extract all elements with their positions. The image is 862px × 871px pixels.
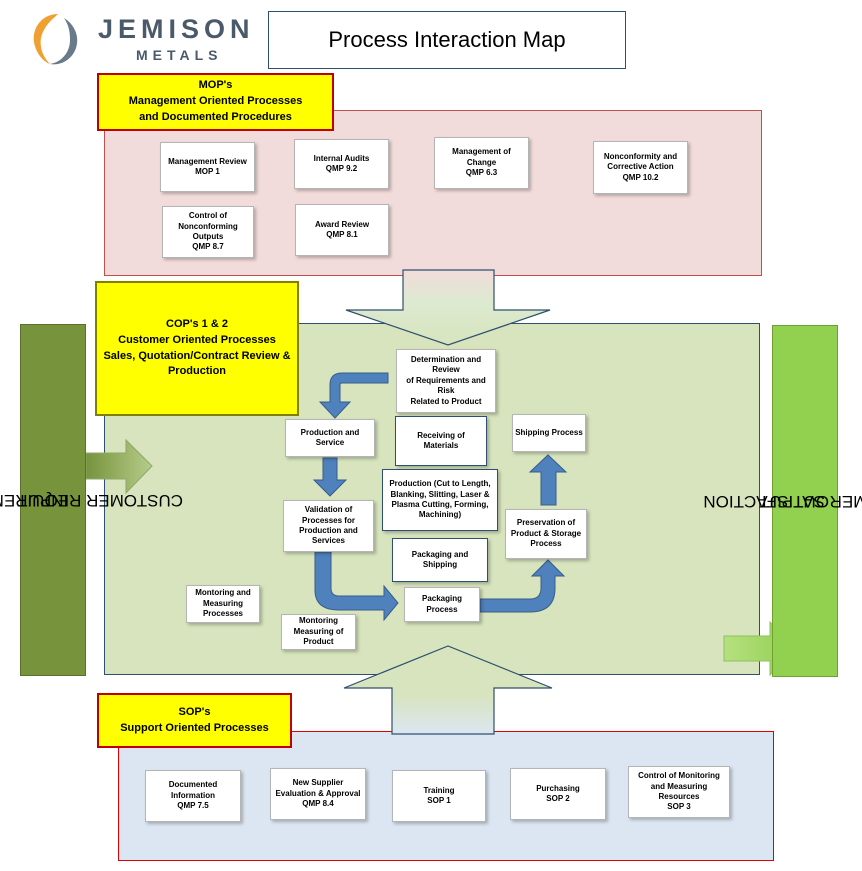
flow-arrow-validation-to-packaging xyxy=(314,551,399,622)
cop-shipping-process: Shipping Process xyxy=(512,414,586,452)
flow-arrow-packaging-to-preservation xyxy=(479,559,566,613)
flow-arrow-production-to-validation xyxy=(312,457,348,497)
output-label-2: CUSTOMER SATISFACTION xyxy=(704,491,862,511)
mop-control-nonconforming-outputs: Control of Nonconforming Outputs QMP 8.7 xyxy=(162,206,254,258)
mop-to-cop-arrow xyxy=(345,269,551,346)
logo-name: JEMISON xyxy=(98,14,255,44)
cop-preservation-storage: Preservation of Product & Storage Proces… xyxy=(505,509,587,559)
mop-management-of-change: Management of Change QMP 6.3 xyxy=(434,137,529,189)
mop-management-review: Management Review MOP 1 xyxy=(160,142,255,192)
cop-label: COP's 1 & 2 Customer Oriented Processes … xyxy=(95,281,299,416)
cop-production-cutting: Production (Cut to Length, Blanking, Sli… xyxy=(382,469,498,531)
cop-packaging-process: Packaging Process xyxy=(404,587,480,622)
flow-arrow-preservation-to-shipping xyxy=(528,454,568,506)
input-label-2: CUSTOMER REQUIREMENTS xyxy=(0,490,183,510)
page-title: Process Interaction Map xyxy=(268,11,626,69)
cop-validation-of-processes: Validation of Processes for Production a… xyxy=(283,500,374,552)
mop-label: MOP's Management Oriented Processes and … xyxy=(97,73,334,131)
output-panel: OUTPUTCUSTOMER SATISFACTION xyxy=(704,325,862,677)
mop-nonconformity-corrective-action: Nonconformity and Corrective Action QMP … xyxy=(593,141,688,194)
cop-determination-review: Determination and Review of Requirements… xyxy=(396,349,496,413)
sop-control-monitoring-resources: Control of Monitoring and Measuring Reso… xyxy=(628,766,730,818)
sop-documented-information: Documented Information QMP 7.5 xyxy=(145,770,241,822)
sop-purchasing: Purchasing SOP 2 xyxy=(510,768,606,820)
cop-monitoring-measuring-processes: Montoring and Measuring Processes xyxy=(186,585,260,623)
sop-new-supplier-evaluation: New Supplier Evaluation & Approval QMP 8… xyxy=(270,768,366,820)
cop-receiving-materials: Receiving of Materials xyxy=(395,416,487,466)
cop-packaging-shipping: Packaging and Shipping xyxy=(392,538,488,582)
sop-label: SOP's Support Oriented Processes xyxy=(97,693,292,748)
logo-mark-icon xyxy=(33,14,78,65)
sop-to-cop-arrow xyxy=(343,645,553,735)
cop-production-and-service: Production and Service xyxy=(285,419,375,457)
input-arrow xyxy=(85,438,153,495)
cop-monitoring-measuring-product: Montoring Measuring of Product xyxy=(281,614,356,650)
mop-internal-audits: Internal Audits QMP 9.2 xyxy=(294,139,389,189)
mop-award-review: Award Review QMP 8.1 xyxy=(295,204,389,256)
sop-training: Training SOP 1 xyxy=(392,770,486,822)
flow-arrow-review-to-production xyxy=(318,372,389,419)
logo-subname: METALS xyxy=(136,47,223,63)
